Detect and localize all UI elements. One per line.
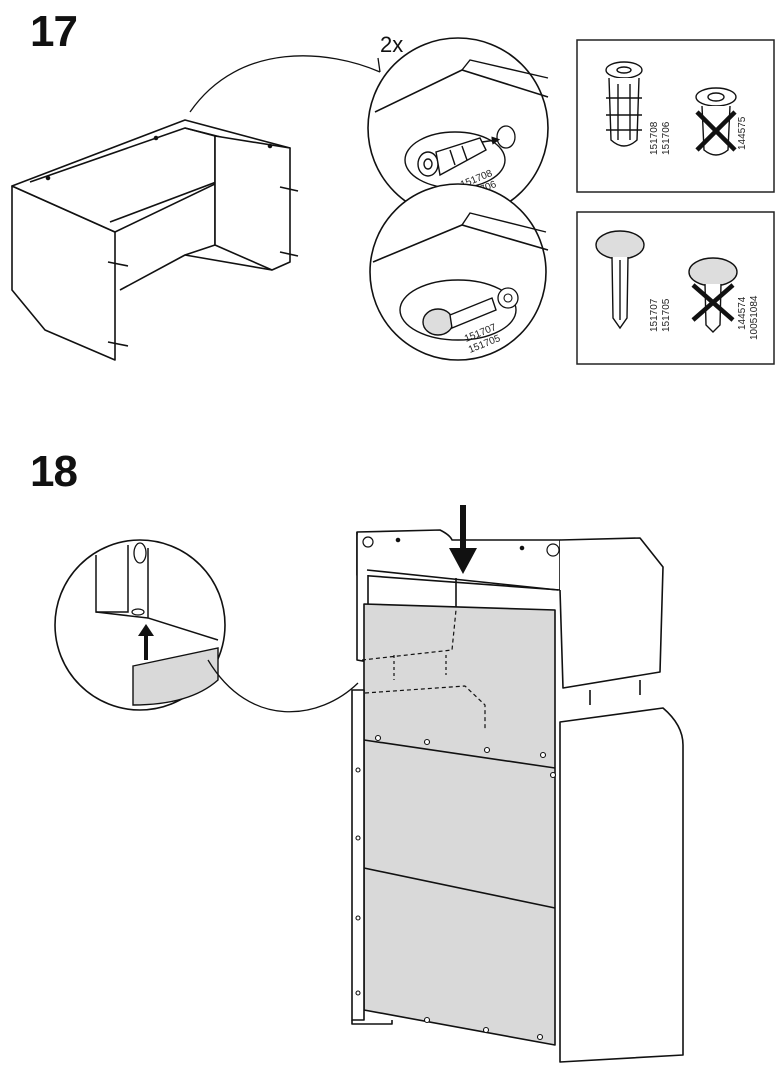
part-code: 151707 <box>649 298 660 332</box>
cross-out-icon <box>691 283 735 322</box>
cam-dowel-icon <box>417 137 487 177</box>
down-arrow-icon <box>449 505 477 574</box>
step-number-17: 17 <box>30 7 78 56</box>
part-code: 151708 <box>649 121 660 155</box>
quantity-label: 2x <box>380 32 403 57</box>
parts-box-cam-dowel <box>576 39 775 193</box>
step18-cabinet <box>351 529 684 1063</box>
part-code: 144575 <box>737 116 748 150</box>
step-number-18: 18 <box>30 447 78 496</box>
part-code: 144574 <box>737 296 748 330</box>
push-pin-icon <box>595 230 645 330</box>
up-arrow-icon <box>138 624 154 660</box>
cross-out-icon <box>695 110 737 152</box>
detail-circle-panel-slot <box>54 539 226 711</box>
callout-connector-line <box>189 55 381 113</box>
part-code: 151705 <box>661 298 672 332</box>
step17-cabinet-frame <box>11 119 299 361</box>
detail-circle-cam-dowel: 151708 151706 <box>367 37 549 219</box>
push-pin-icon <box>422 297 497 336</box>
part-code: 151706 <box>661 121 672 155</box>
callout-connector-line <box>207 659 359 713</box>
cam-dowel-icon <box>605 61 643 147</box>
detail-circle-push-pin: 151707 151705 <box>369 183 549 361</box>
part-code: 10051084 <box>749 295 760 340</box>
